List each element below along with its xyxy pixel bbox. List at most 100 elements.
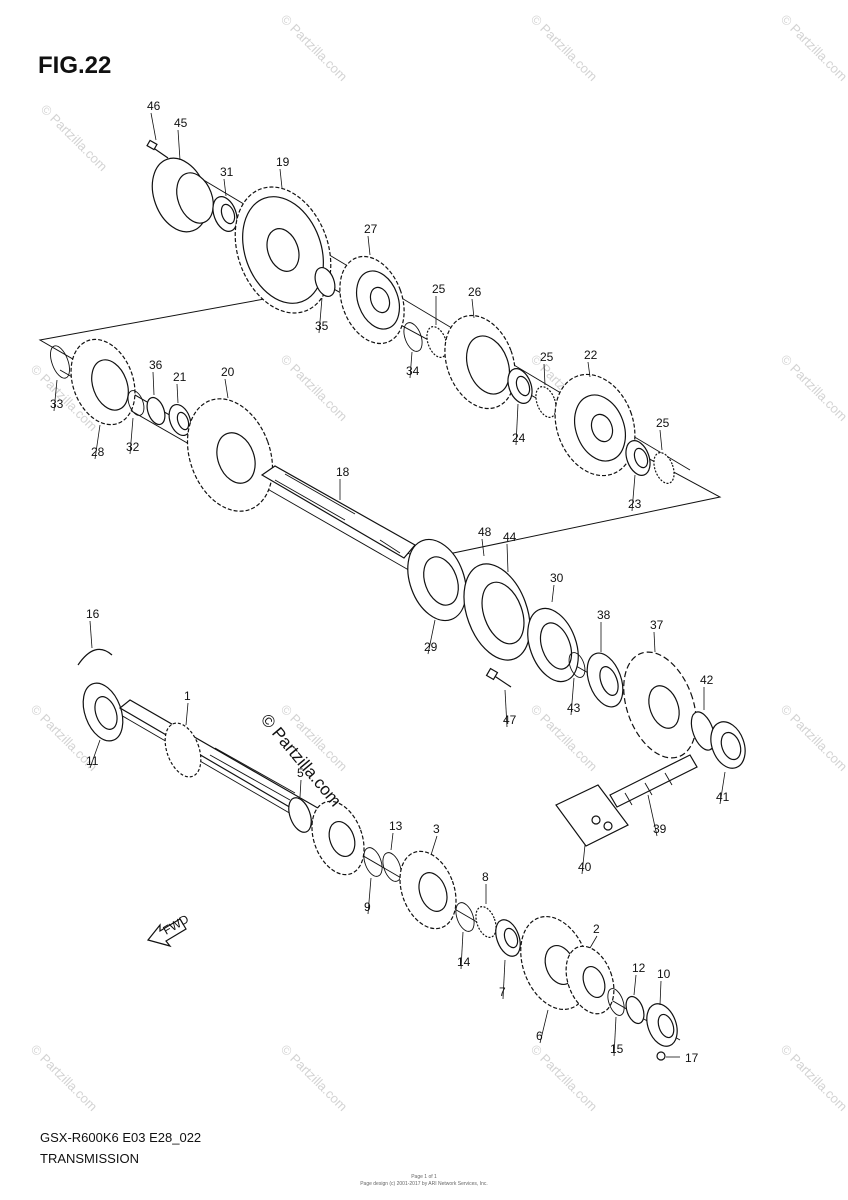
callout-leader-line — [659, 980, 662, 1006]
part-callout-39: 39 — [653, 822, 667, 836]
part-callout-30: 30 — [550, 571, 564, 585]
ring-17 — [656, 1051, 680, 1061]
sprocket-nut-41 — [710, 721, 746, 769]
part-callout-25: 25 — [540, 350, 554, 364]
part-callout-1: 1 — [184, 689, 191, 703]
part-callout-27: 27 — [364, 222, 378, 236]
part-callout-35: 35 — [315, 319, 329, 333]
washer-14 — [455, 902, 475, 932]
callout-leader-line — [543, 363, 546, 386]
section-name: TRANSMISSION — [40, 1151, 139, 1166]
gear-2 — [565, 945, 615, 1015]
washer-25b — [535, 386, 557, 418]
needle-bearing-23 — [625, 440, 651, 476]
part-callout-34: 34 — [406, 364, 420, 378]
callout-leader-line — [631, 474, 636, 512]
part-callout-37: 37 — [650, 618, 664, 632]
part-callout-17: 17 — [685, 1051, 699, 1065]
circlip-15 — [607, 988, 625, 1016]
callout-leader-line — [89, 620, 93, 649]
washer-35 — [314, 266, 336, 298]
part-callout-5: 5 — [297, 766, 304, 780]
part-callout-48: 48 — [478, 525, 492, 539]
callout-leader-line — [224, 378, 229, 399]
callout-leader-line — [427, 619, 436, 655]
watermark-text: © Partzilla.com — [778, 1042, 848, 1115]
callout-leader-line — [152, 371, 155, 396]
callout-leader-line — [176, 383, 179, 404]
part-callout-12: 12 — [632, 961, 646, 975]
gear-4 — [311, 800, 365, 876]
oil-seal-30 — [527, 607, 579, 683]
part-callout-32: 32 — [126, 440, 140, 454]
needle-bearing-24 — [507, 368, 533, 404]
part-callout-25: 25 — [432, 282, 446, 296]
bearing-retainer-45 — [151, 157, 214, 233]
chain-joint-40 — [555, 784, 629, 847]
part-callout-29: 29 — [424, 640, 438, 654]
watermark-text: © Partzilla.com — [28, 1042, 101, 1115]
part-callout-45: 45 — [174, 116, 188, 130]
washer-8 — [475, 906, 497, 938]
callout-leader-line — [279, 168, 283, 189]
part-callout-24: 24 — [512, 431, 526, 445]
callout-leader-line — [460, 931, 464, 970]
callout-leader-line — [367, 235, 371, 256]
o-ring-43 — [568, 652, 586, 678]
callout-leader-line — [570, 677, 575, 716]
part-callout-46: 46 — [147, 99, 161, 113]
gear-28 — [70, 338, 136, 426]
part-callout-7: 7 — [499, 985, 506, 999]
screw-47 — [485, 667, 512, 688]
callout-leader-line — [589, 935, 598, 949]
callout-leader-line — [587, 361, 591, 378]
part-callout-19: 19 — [276, 155, 290, 169]
washer-25c — [653, 452, 675, 484]
watermark-text: © Partzilla.com — [778, 12, 848, 85]
callout-leader-line — [581, 844, 586, 875]
watermark-text: © Partzilla.com — [778, 702, 848, 775]
callout-leader-line — [299, 779, 302, 798]
oil-seal-retainer-44-48 — [463, 563, 531, 661]
watermark-text: © Partzilla.com — [278, 1042, 351, 1115]
bushing-21 — [168, 403, 192, 437]
bearing-11 — [82, 682, 124, 742]
circlip-13 — [382, 852, 402, 882]
part-callout-47: 47 — [503, 713, 517, 727]
gear-26 — [444, 314, 516, 410]
callout-leader-line — [367, 877, 372, 915]
spacer-38 — [586, 652, 624, 708]
watermark-text: © Partzilla.com — [528, 1042, 601, 1115]
part-callout-44: 44 — [503, 530, 517, 544]
part-callout-26: 26 — [468, 285, 482, 299]
callout-leader-line — [551, 584, 555, 603]
part-callout-33: 33 — [50, 397, 64, 411]
gear-3 — [399, 850, 457, 930]
countershaft-18 — [260, 465, 416, 559]
callout-leader-line — [653, 631, 656, 653]
part-callout-41: 41 — [716, 790, 730, 804]
callout-leader-line — [506, 543, 509, 573]
callout-leader-line — [390, 832, 394, 851]
washer-25a — [426, 326, 448, 358]
main-shaft-1 — [118, 699, 331, 827]
callout-leader-line — [515, 403, 519, 446]
part-callout-25: 25 — [656, 416, 670, 430]
part-callout-2: 2 — [593, 922, 600, 936]
callout-leader-line — [89, 739, 101, 769]
part-callout-36: 36 — [149, 358, 163, 372]
callout-leader-line — [409, 351, 413, 379]
washer-32 — [127, 390, 145, 416]
bushing-5 — [288, 797, 312, 833]
part-callout-22: 22 — [584, 348, 598, 362]
part-callout-14: 14 — [457, 955, 471, 969]
part-callout-9: 9 — [364, 900, 371, 914]
page-indicator: Page 1 of 1 — [411, 1174, 437, 1180]
needle-bearing-7 — [495, 919, 521, 957]
callout-leader-line — [481, 538, 485, 557]
gear-22 — [554, 373, 636, 477]
callout-leader-line — [53, 379, 58, 412]
